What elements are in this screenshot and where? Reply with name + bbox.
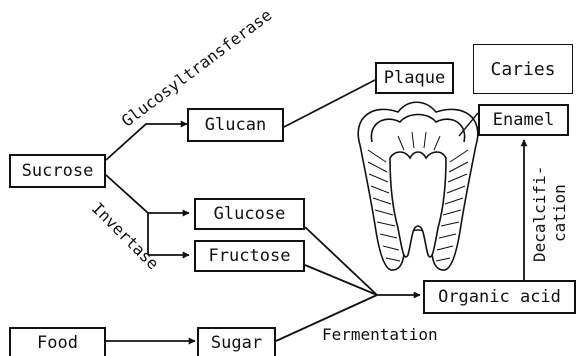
food-box: Food [9,327,106,356]
glucan-label: Glucan [205,115,266,135]
line-fructose-to-merge [305,265,377,295]
fructose-label: Fructose [209,246,291,266]
sugar-label: Sugar [211,333,262,353]
sugar-box: Sugar [197,327,276,356]
arrow-sucrose-to-glucan [106,124,187,160]
food-label: Food [37,333,78,353]
sucrose-label: Sucrose [22,161,94,181]
line-glucose-to-merge [305,227,377,295]
caries-box: Caries [473,44,573,94]
enamel-label: Enamel [493,110,554,130]
fructose-box: Fructose [194,240,305,272]
organic-acid-label: Organic acid [438,287,561,307]
plaque-box: Plaque [375,62,454,94]
caries-label: Caries [490,59,555,80]
tooth-icon [358,102,478,270]
organic-acid-box: Organic acid [423,280,576,314]
glucan-box: Glucan [187,108,284,142]
fermentation-label: Fermentation [322,327,438,343]
enamel-box: Enamel [478,104,569,136]
glucose-label: Glucose [214,204,286,224]
decalcification-label-line2: cation [552,184,568,242]
sucrose-box: Sucrose [9,154,106,188]
decalcification-label-line1: Decalcifi- [532,166,548,262]
plaque-label: Plaque [384,68,445,88]
glucose-box: Glucose [194,198,305,230]
